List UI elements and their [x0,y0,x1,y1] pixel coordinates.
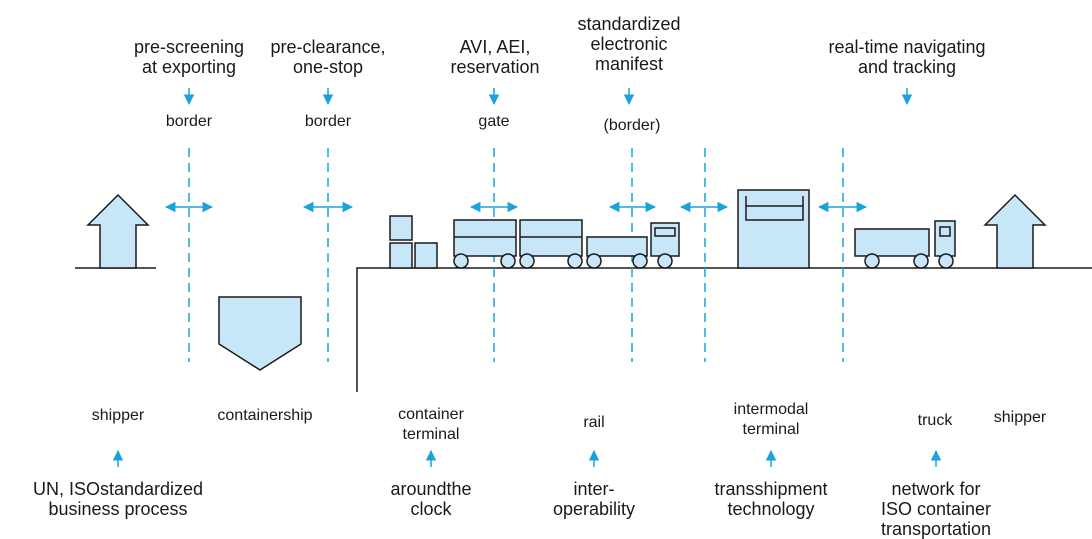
bottom-label-interoperability: inter- operability [552,479,636,519]
top-label-manifest: standardized electronic manifest [577,14,681,74]
bottom-label-un-iso: UN, ISOstandardized business process [32,479,204,519]
mode-container-terminal: container terminal [398,406,464,443]
top-label-tracking: real-time navigating and tracking [828,37,986,77]
up-arrows [112,449,942,467]
shipper-right-arrow-icon [983,193,1047,269]
shore-line [356,267,1092,392]
bottom-label-around-clock: aroundthe clock [390,479,472,519]
bottom-label-network: network for ISO container transportation [880,479,992,539]
mode-intermodal-terminal: intermodal terminal [733,401,809,438]
bottom-label-transshipment: transshipment technology [714,479,828,519]
top-label-avi: AVI, AEI, reservation [450,37,540,77]
mode-containership: containership [217,407,313,424]
mode-shipper-left: shipper [91,407,145,424]
down-arrows [183,88,913,106]
mode-rail: rail [583,414,605,431]
shipper-left-arrow-icon [86,193,150,269]
checkpoint-gate: gate [478,113,510,130]
checkpoint-border-2: border [304,113,352,130]
checkpoint-border-1: border [165,113,213,130]
truck-icon [854,220,956,269]
mode-truck: truck [917,412,953,429]
top-label-pre-screening: pre-screening at exporting [133,37,245,77]
train-icon [453,219,680,269]
mode-shipper-right: shipper [993,409,1047,426]
intermodal-terminal-icon [737,189,810,269]
checkpoint-border-3: (border) [603,117,661,134]
containership-icon [218,296,302,371]
container-stack-icon [389,215,438,269]
top-label-pre-clearance: pre-clearance, one-stop [270,37,386,77]
